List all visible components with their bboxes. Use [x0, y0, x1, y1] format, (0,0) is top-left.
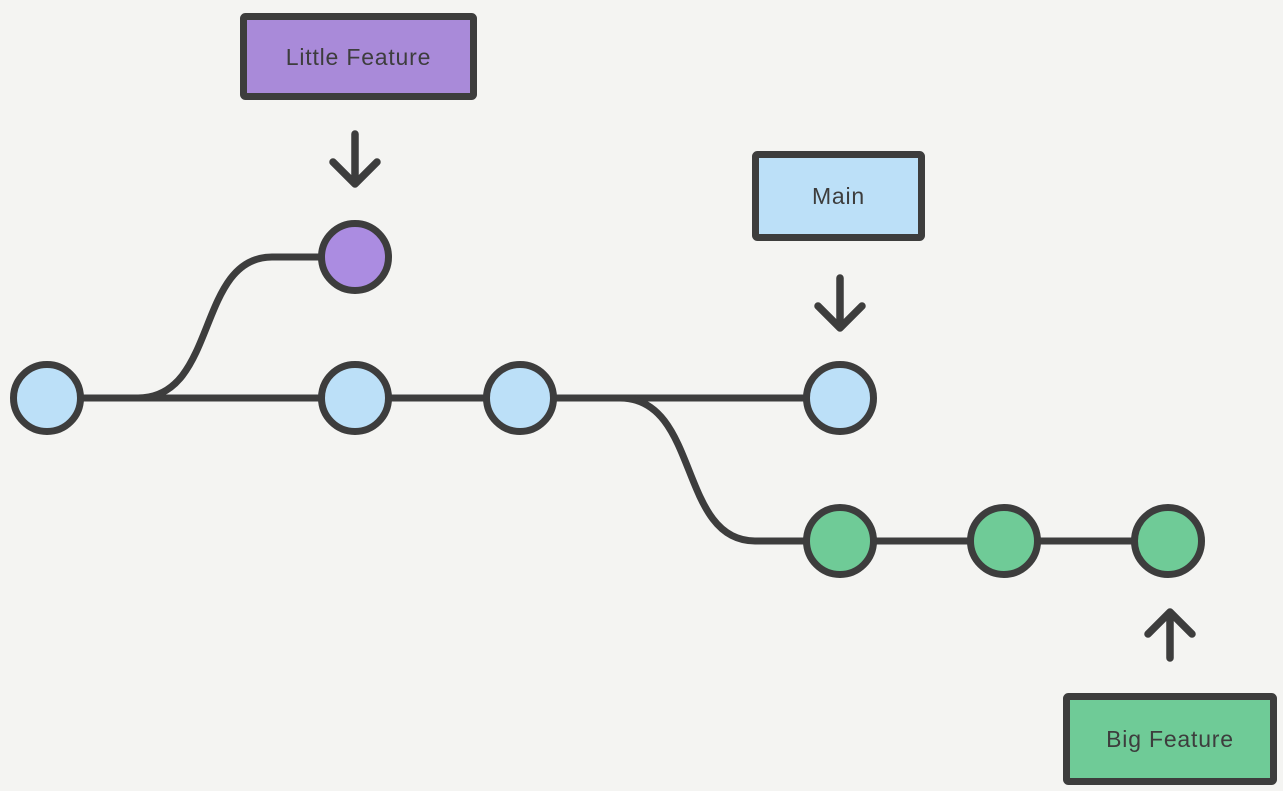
big-feature-arrow-up-icon	[1144, 608, 1196, 662]
main-label-box	[752, 151, 925, 241]
main-arrow-down-icon	[814, 274, 866, 332]
commit-node-main-4	[803, 361, 877, 435]
commit-node-main-3	[483, 361, 557, 435]
little-feature-arrow-down-icon	[329, 130, 381, 188]
commit-node-big-feature-2	[967, 504, 1041, 578]
big-feature-label-box	[1063, 693, 1277, 785]
little-feature-label-box	[240, 13, 477, 100]
little-feature-label: Little Feature	[286, 44, 431, 70]
commit-node-main-1	[10, 361, 84, 435]
little-feature-branch-line	[137, 253, 321, 402]
commit-node-main-2	[318, 361, 392, 435]
commit-node-little-feature-1	[318, 220, 392, 294]
main-label: Main	[812, 183, 865, 209]
big-feature-label: Big Feature	[1106, 726, 1234, 752]
commit-node-big-feature-1	[803, 504, 877, 578]
commit-node-big-feature-3	[1131, 504, 1205, 578]
big-feature-branch-line	[619, 394, 1168, 545]
